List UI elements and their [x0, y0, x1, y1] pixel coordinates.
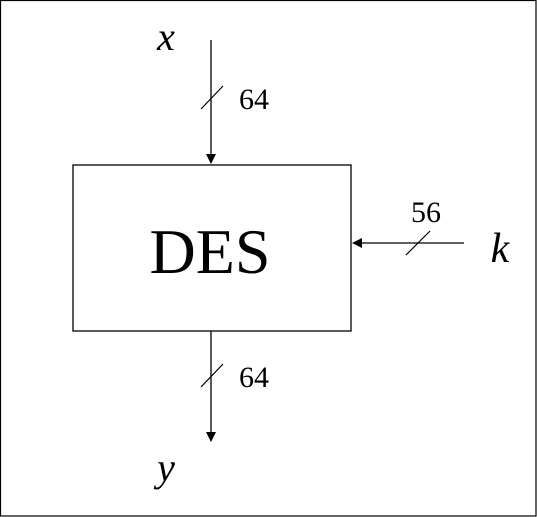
- key-label: k: [491, 226, 511, 272]
- key-width-label: 56: [411, 196, 441, 229]
- output-width-slash: [200, 363, 224, 388]
- des-block-label: DES: [150, 216, 271, 287]
- output-width-label: 64: [239, 361, 269, 394]
- input-label: x: [156, 14, 175, 59]
- des-block: [72, 164, 352, 332]
- input-width-slash: [200, 85, 224, 110]
- output-label: y: [153, 445, 175, 490]
- input-width-label: 64: [239, 83, 269, 116]
- key-width-slash: [405, 230, 431, 256]
